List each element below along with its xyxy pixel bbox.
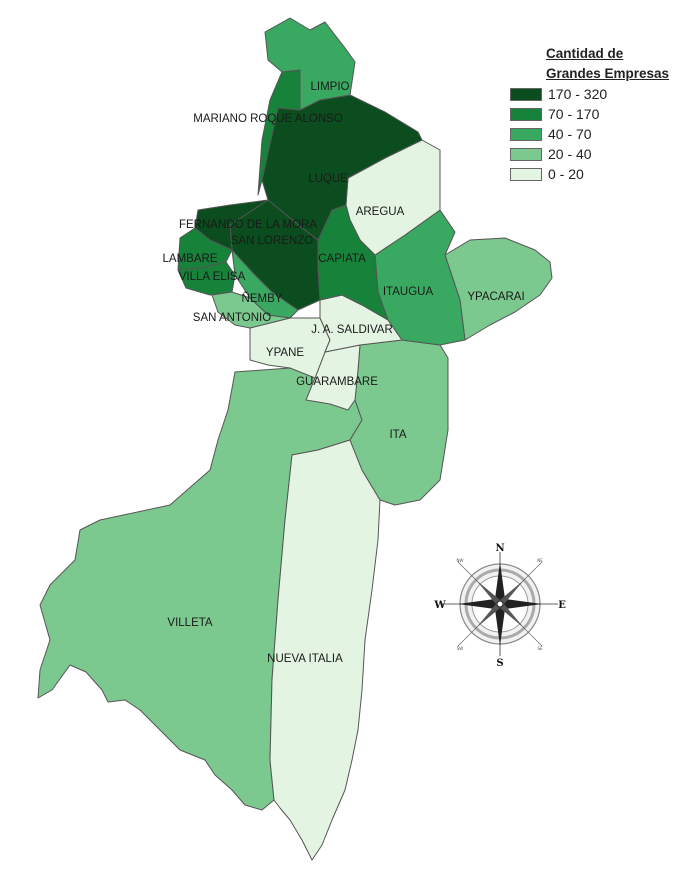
- legend-item: 40 - 70: [510, 124, 695, 144]
- region-nueva-italia[interactable]: [269, 439, 381, 861]
- legend-label: 20 - 40: [548, 146, 592, 162]
- legend-item: 170 - 320: [510, 84, 695, 104]
- legend-label: 70 - 170: [548, 106, 600, 122]
- label-san-lorenzo: SAN LORENZO: [231, 235, 313, 247]
- map-legend: Cantidad de Grandes Empresas 170 - 320 7…: [510, 44, 695, 184]
- label-nueva-italia: NUEVA ITALIA: [267, 653, 343, 665]
- label-guarambare: GUARAMBARE: [296, 376, 378, 388]
- label-san-antonio: SAN ANTONIO: [193, 312, 271, 324]
- compass-se-label: SE: [537, 646, 543, 651]
- label-mariano: MARIANO ROQUE ALONSO: [193, 113, 343, 125]
- label-capiata: CAPIATA: [318, 253, 366, 265]
- legend-swatch: [510, 107, 542, 121]
- compass-w-label: W: [433, 600, 446, 611]
- legend-item: 20 - 40: [510, 144, 695, 164]
- label-villa-elisa: VILLA ELISA: [179, 271, 246, 283]
- legend-items: 170 - 320 70 - 170 40 - 70 20 - 40 0 - 2…: [510, 84, 695, 184]
- region-san-antonio[interactable]: [211, 291, 291, 329]
- legend-item: 70 - 170: [510, 104, 695, 124]
- region-villa-elisa[interactable]: [177, 261, 236, 296]
- label-nemby: ÑEMBY: [242, 292, 283, 305]
- legend-label: 0 - 20: [548, 166, 584, 182]
- label-itaugua: ITAUGUA: [383, 286, 434, 298]
- legend-label: 40 - 70: [548, 126, 592, 142]
- label-ypane: YPANE: [266, 347, 304, 359]
- region-ypane[interactable]: [249, 317, 331, 379]
- label-ypacarai: YPACARAI: [467, 291, 524, 303]
- legend-title-line2: Grandes Empresas: [546, 66, 670, 81]
- compass-rose-icon: N S E W NE NW SE SW: [433, 543, 566, 669]
- legend-swatch: [510, 127, 542, 141]
- compass-e-label: E: [558, 600, 566, 611]
- label-luque: LUQUE: [308, 173, 348, 185]
- legend-title-line1: Cantidad de: [546, 46, 624, 61]
- legend-swatch: [510, 147, 542, 161]
- region-limpio[interactable]: [264, 17, 356, 111]
- compass-nw-label: NW: [457, 558, 464, 563]
- legend-swatch: [510, 167, 542, 181]
- label-aregua: AREGUA: [356, 206, 405, 218]
- label-ita: ITA: [389, 429, 406, 441]
- compass-n-label: N: [495, 543, 504, 554]
- legend-item: 0 - 20: [510, 164, 695, 184]
- region-guarambare[interactable]: [305, 344, 361, 411]
- compass-sw-label: SW: [457, 646, 464, 651]
- legend-label: 170 - 320: [548, 86, 608, 102]
- compass-s-label: S: [496, 658, 503, 669]
- label-villeta: VILLETA: [167, 617, 212, 629]
- label-ja-saldivar: J. A. SALDIVAR: [311, 324, 393, 336]
- region-ita[interactable]: [349, 339, 449, 506]
- label-fernando: FERNANDO DE LA MORA: [179, 219, 317, 231]
- label-limpio: LIMPIO: [311, 81, 350, 93]
- compass-ne-label: NE: [537, 558, 543, 563]
- legend-swatch: [510, 87, 542, 101]
- label-lambare: LAMBARE: [163, 253, 218, 265]
